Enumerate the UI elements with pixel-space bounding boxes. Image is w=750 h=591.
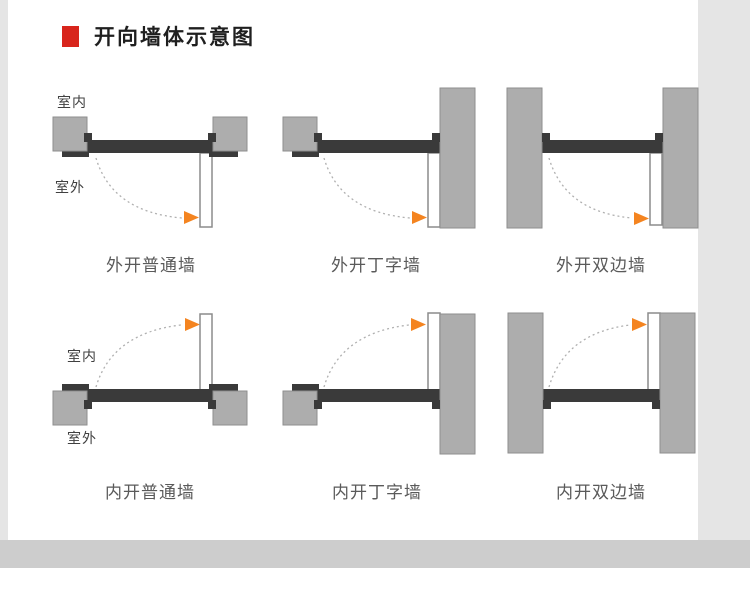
caption-outward-t-wall: 外开丁字墙 [331,256,421,275]
title-bullet-icon [62,25,79,47]
door-leaf [199,313,213,391]
door-leaf [649,152,663,226]
swing-arrow-icon [185,318,200,331]
frame-bar [315,140,440,153]
swing-arc [95,157,183,219]
frame-stop-left [84,400,92,409]
swing-arc [548,324,631,388]
swing-arrow-icon [634,212,649,225]
diagram-inward-t-wall [282,312,476,455]
swing-arrow-icon [184,211,199,224]
frame-lip-left [292,384,319,392]
caption-inward-t-wall: 内开丁字墙 [332,483,422,502]
page-gap-band [0,540,750,568]
wall-column-right [662,87,699,229]
frame-stop-left [84,133,92,142]
frame-bar [542,140,663,153]
wall-column-right [439,87,476,229]
diagram-inward-double-wall [507,312,696,454]
frame-bar [85,140,238,153]
frame-bar [543,389,660,402]
swing-arrow-icon [411,318,426,331]
section-title: 开向墙体示意图 [94,26,255,49]
caption-inward-normal-wall: 内开普通墙 [105,483,195,502]
diagram-outward-t-wall [282,87,476,229]
swing-arc [323,157,411,219]
frame-stop-left [314,133,322,142]
frame-lip-left [62,149,89,157]
diagram-outward-double-wall [506,87,699,229]
diagram-outward-normal-wall [52,116,248,228]
frame-stop-right [208,133,216,142]
content-card [8,0,698,540]
outdoor-label-top: 室外 [55,179,85,195]
frame-lip-right [209,384,238,392]
indoor-label-top: 室内 [57,94,87,110]
door-leaf [199,152,213,228]
frame-lip-left [292,149,319,157]
wall-block-left [52,116,88,152]
wall-block-left [282,390,318,426]
indoor-label-bottom: 室内 [67,348,97,364]
section-header: 开向墙体示意图 [62,21,255,51]
swing-arc [548,157,633,219]
swing-arc [95,324,182,388]
caption-outward-normal-wall: 外开普通墙 [106,256,196,275]
door-leaf [427,152,441,228]
caption-inward-double-wall: 内开双边墙 [556,483,646,502]
frame-stop-right [432,133,440,142]
wall-column-left [507,312,544,454]
caption-outward-double-wall: 外开双边墙 [556,256,646,275]
frame-stop-left [314,400,322,409]
frame-stop-right [655,133,663,142]
frame-bar [315,389,440,402]
diagram-inward-normal-wall [52,313,248,426]
frame-stop-right [652,400,660,409]
wall-column-right [659,312,696,454]
wall-column-right [439,313,476,455]
frame-stop-right [432,400,440,409]
frame-stop-right [208,400,216,409]
next-section-strip [0,568,750,591]
swing-arc [323,324,410,388]
frame-bar [85,389,238,402]
frame-stop-left [542,133,550,142]
door-leaf [427,312,441,391]
wall-block-right [212,116,248,152]
swing-arrow-icon [632,318,647,331]
outdoor-label-bottom: 室外 [67,430,97,446]
wall-block-left [52,390,88,426]
frame-stop-left [543,400,551,409]
wall-column-left [506,87,543,229]
wall-block-left [282,116,318,152]
wall-block-right [212,390,248,426]
frame-lip-left [62,384,89,392]
door-leaf [647,312,661,391]
swing-arrow-icon [412,211,427,224]
